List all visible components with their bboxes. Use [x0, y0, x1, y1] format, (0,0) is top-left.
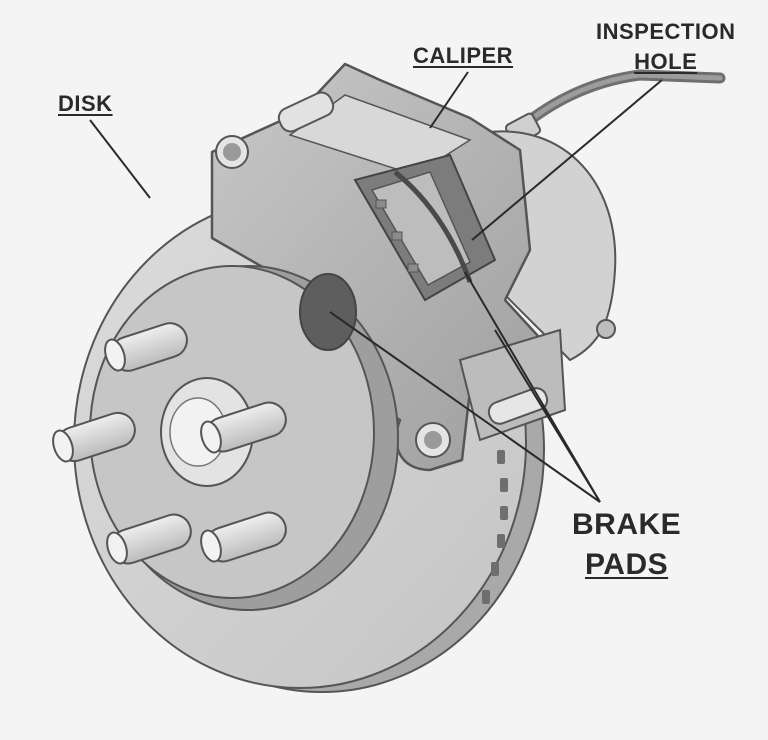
inspection-hole-label: INSPECTION HOLE [596, 17, 735, 77]
leader-caliper [429, 71, 469, 129]
brake-label-line2: PADS [585, 548, 669, 581]
rotor-vents [482, 450, 508, 604]
leader-brake-pads-3 [494, 329, 601, 503]
leader-disk [89, 119, 151, 199]
inspection-label-line2: HOLE [634, 49, 698, 74]
caliper-label-text: CALIPER [413, 43, 514, 68]
slide-pin [277, 91, 335, 133]
brake-label-line1: BRAKE [572, 508, 682, 541]
leader-lines [89, 71, 663, 503]
pad-pin [487, 387, 549, 425]
bleeder-screw [596, 319, 616, 339]
leader-inspection [471, 79, 663, 241]
hub-bore [299, 273, 357, 351]
caliper-label: CALIPER [413, 43, 513, 69]
leader-brake-pads-1 [329, 311, 601, 503]
wheel-studs [52, 322, 287, 565]
inspection-pad-edge [393, 170, 473, 283]
inspection-label-line1: INSPECTION [596, 19, 736, 44]
brake-hose [514, 69, 726, 134]
disk-label: DISK [58, 91, 113, 117]
brake-pads-label: BRAKE PADS [572, 505, 681, 585]
disk-label-text: DISK [58, 91, 113, 116]
